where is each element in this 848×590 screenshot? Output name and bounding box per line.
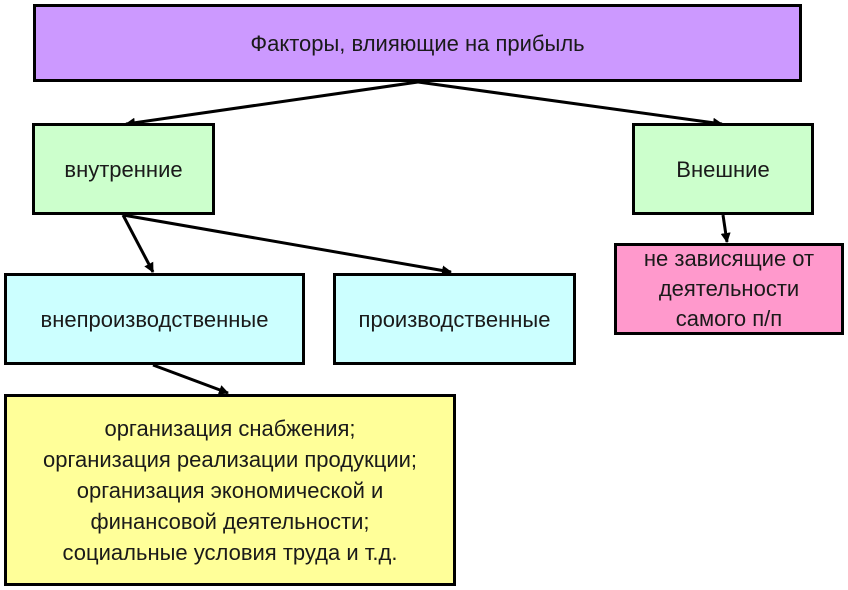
external-detail-node: не зависящие от деятельности самого п/п xyxy=(614,243,844,335)
nonproduction-factors-node: внепроизводственные xyxy=(4,273,305,365)
arrow-internal-to-production xyxy=(122,213,452,276)
external-factors-node: Внешние xyxy=(632,123,814,215)
arrow-internal-to-nonproduction xyxy=(121,214,155,273)
arrow-root-to-external xyxy=(417,80,723,128)
nonproduction-details-node: организация снабжения; организация реали… xyxy=(4,394,456,586)
production-factors-node: производственные xyxy=(333,273,576,365)
internal-factors-node: внутренние xyxy=(32,123,215,215)
arrow-root-to-internal xyxy=(125,80,419,128)
arrow-nonproduction-to-details xyxy=(152,363,229,395)
arrow-external-to-external_detail xyxy=(720,214,731,243)
root-factors-node: Факторы, влияющие на прибыль xyxy=(33,4,802,82)
